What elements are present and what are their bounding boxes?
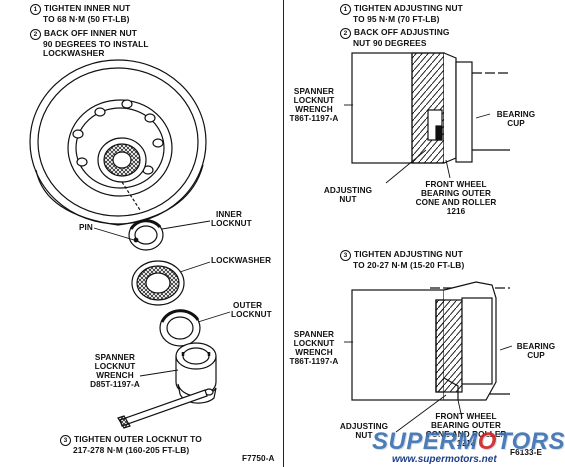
spanner-wrench-d85t (117, 342, 217, 429)
outer-locknut (159, 309, 201, 347)
label-outer-locknut: OUTER LOCKNUT (231, 301, 272, 319)
bottom-leaders (344, 341, 513, 433)
label-inner-locknut: INNER LOCKNUT (211, 210, 252, 228)
supermotors-watermark-logo: SUPERMOTORS (372, 428, 565, 455)
left-figure-id: F7750-A (242, 454, 275, 463)
outer-locknut-leader (197, 311, 231, 323)
label-spanner-wrench-t86t-bottom: SPANNER LOCKNUT WRENCH T86T-1197-A (289, 330, 339, 366)
label-front-wheel-bearing-top: FRONT WHEEL BEARING OUTER CONE AND ROLLE… (415, 180, 497, 216)
top-leaders (344, 104, 491, 184)
label-bearing-cup-bottom: BEARING CUP (516, 342, 556, 360)
label-spanner-wrench-d85t: SPANNER LOCKNUT WRENCH D85T-1197-A (90, 353, 140, 389)
inner-locknut (128, 219, 164, 251)
right-figure-id: F6133-E (510, 448, 543, 457)
lockwasher (131, 260, 185, 306)
lockwasher-leader (179, 261, 211, 273)
hub-rotor-assembly (29, 59, 207, 226)
pin-leader (93, 227, 135, 241)
bearing-section-bottom (351, 281, 510, 401)
label-spanner-wrench-t86t-top: SPANNER LOCKNUT WRENCH T86T-1197-A (289, 87, 339, 123)
label-pin: PIN (79, 223, 93, 232)
supermotors-watermark-url: www.supermotors.net (392, 454, 497, 465)
label-bearing-cup-top: BEARING CUP (496, 110, 536, 128)
label-adjusting-nut-top: ADJUSTING NUT (323, 186, 373, 204)
panel-divider (283, 0, 285, 467)
spanner-d85t-leader (139, 369, 179, 377)
inner-locknut-leader (161, 220, 211, 230)
label-lockwasher: LOCKWASHER (211, 256, 272, 265)
label-adjusting-nut-bottom: ADJUSTING NUT (339, 422, 389, 440)
bearing-section-top (351, 52, 510, 164)
label-front-wheel-bearing-bottom: FRONT WHEEL BEARING OUTER CONE AND ROLLE… (425, 412, 507, 448)
